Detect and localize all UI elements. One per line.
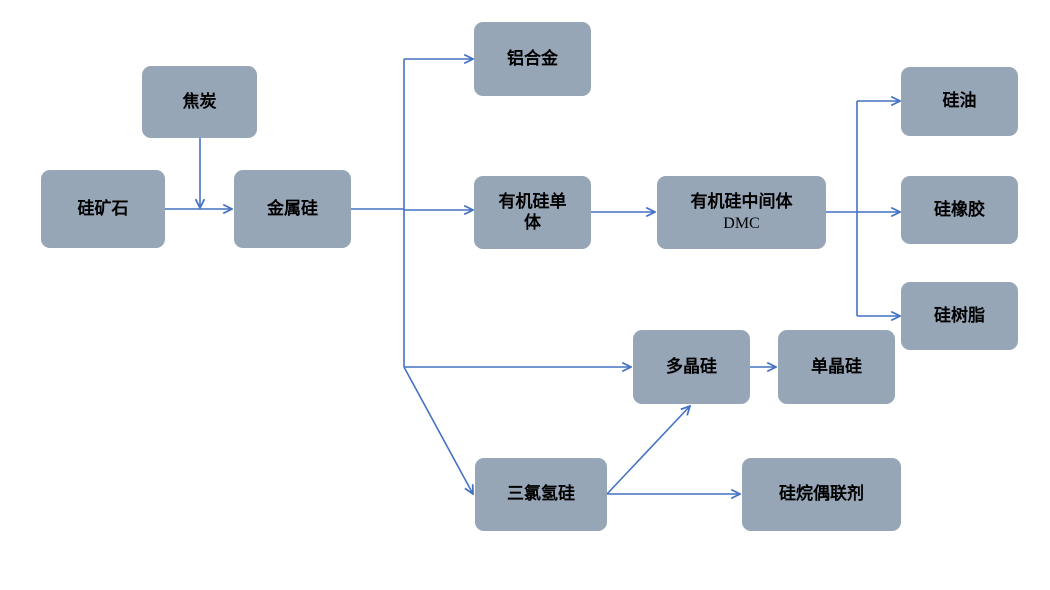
arrow-sanlvqinggui-to-duojinggui [606,406,690,495]
node-guishuzhi-label: 硅树脂 [934,305,985,326]
node-jinshugui: 金属硅 [234,170,351,248]
node-guiwan-oulianji-label: 硅烷偶联剂 [779,484,864,504]
node-duojinggui: 多晶硅 [633,330,750,404]
node-youjigui-zhongjianti-line1: 有机硅中间体 [690,191,793,212]
node-sanlvqinggui-label: 三氯氢硅 [507,484,575,504]
node-youjigui-danti: 有机硅单 体 [474,176,591,249]
node-duojinggui-label: 多晶硅 [666,356,717,377]
node-guixiangjiao-label: 硅橡胶 [934,199,985,220]
node-guishuzhi: 硅树脂 [901,282,1018,350]
node-jiaotan: 焦炭 [142,66,257,138]
node-youjigui-danti-line2: 体 [524,212,541,233]
node-danjinggui-label: 单晶硅 [811,356,862,377]
node-youjigui-zhongjianti: 有机硅中间体 DMC [657,176,826,249]
node-guixiangjiao: 硅橡胶 [901,176,1018,244]
node-jinshugui-label: 金属硅 [267,198,318,219]
node-youjigui-danti-line1: 有机硅单 [498,191,567,212]
node-youjigui-zhongjianti-line2: DMC [723,214,760,232]
node-lvhejin-label: 铝合金 [507,48,558,69]
node-lvhejin: 铝合金 [474,22,591,96]
node-guikuangshi: 硅矿石 [41,170,165,248]
node-sanlvqinggui: 三氯氢硅 [475,458,607,531]
node-jiaotan-label: 焦炭 [182,91,217,112]
node-guiyou: 硅油 [901,67,1018,136]
node-danjinggui: 单晶硅 [778,330,895,404]
node-guiwan-oulianji: 硅烷偶联剂 [742,458,901,531]
node-guikuangshi-label: 硅矿石 [77,198,129,219]
arrow-to-sanlvqinggui [403,366,473,494]
node-guiyou-label: 硅油 [942,91,977,111]
